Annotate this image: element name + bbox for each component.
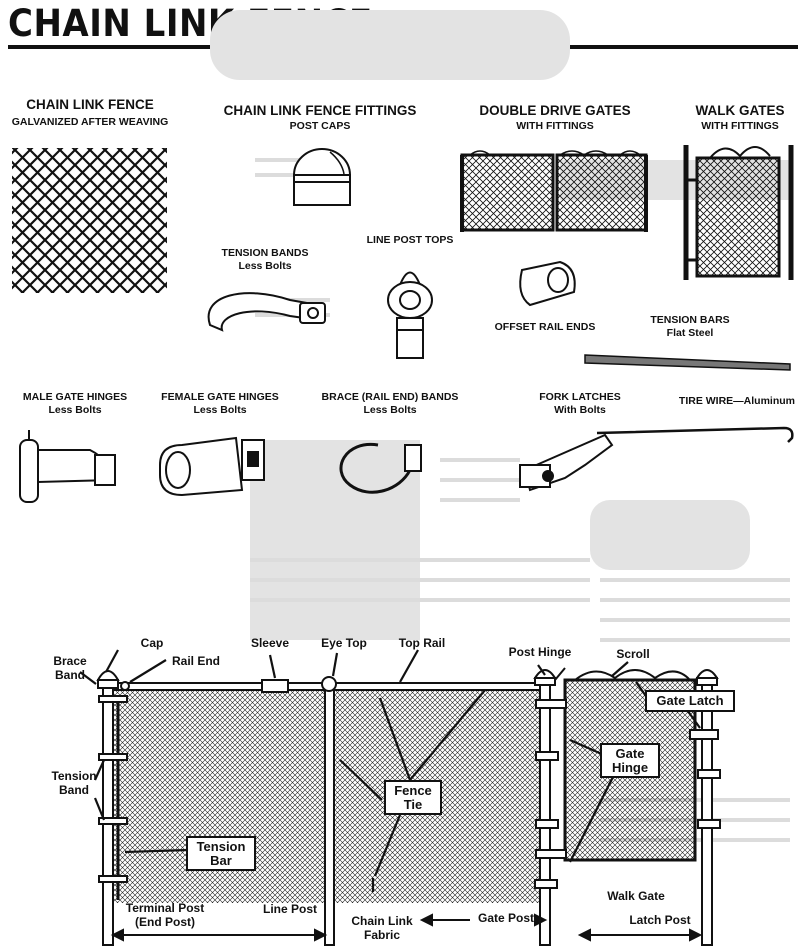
tension-band-icon <box>207 292 326 332</box>
latch-post <box>701 679 713 946</box>
brace-bands-subtitle: Less Bolts <box>363 404 417 416</box>
fittings-section-title: CHAIN LINK FENCE FITTINGS <box>223 103 417 118</box>
brace-bands-title: BRACE (RAIL END) BANDS <box>321 391 459 403</box>
rail-end-label: Rail End <box>171 654 220 668</box>
brace-band-label-line2: Band <box>55 668 85 682</box>
terminal-post-label-line2: (End Post) <box>135 915 195 929</box>
post-cap-icon <box>292 148 352 206</box>
line-post-top-icon <box>387 271 433 359</box>
post-hinge-label: Post Hinge <box>508 645 572 659</box>
brace-band-label-line1: Brace <box>53 654 87 668</box>
gate-latch-box: Gate Latch <box>645 690 735 712</box>
female-hinges-subtitle: Less Bolts <box>193 404 247 416</box>
rail-end <box>120 681 130 691</box>
cap-label: Cap <box>140 636 164 650</box>
walk-gate-label: Walk Gate <box>607 889 665 903</box>
male-hinge-icon <box>19 430 116 503</box>
walk-gates-title: WALK GATES <box>695 103 785 118</box>
female-hinges-title: FEMALE GATE HINGES <box>161 391 279 403</box>
fence-tie-text-line2: Tie <box>403 796 423 812</box>
tension-band-label-line1: Tension <box>51 769 97 783</box>
chain-link-fabric-label-line1: Chain Link <box>351 914 413 928</box>
fence-tie-box: Fence Tie <box>384 780 442 816</box>
scroll-label: Scroll <box>616 647 650 661</box>
tension-bar-text-line1: Tension <box>196 839 246 854</box>
gate-hinge-text-line2: Hinge <box>611 759 649 775</box>
tire-wire-icon <box>596 426 794 443</box>
gate-latch-hardware <box>689 729 719 740</box>
tension-bars-subtitle: Flat Steel <box>666 327 714 339</box>
fence-section-subtitle: GALVANIZED AFTER WEAVING <box>11 116 169 128</box>
cap <box>96 670 120 681</box>
fence-tie-text-line1: Fence <box>394 783 432 798</box>
tension-bands-title: TENSION BANDS <box>221 247 309 259</box>
offset-rail-ends-title: OFFSET RAIL ENDS <box>494 321 596 333</box>
terminal-post-label-line1: Terminal Post <box>125 901 205 915</box>
walk-gates-subtitle: WITH FITTINGS <box>701 120 779 132</box>
fork-latch-icon <box>519 433 614 492</box>
top-rail-label: Top Rail <box>398 636 446 650</box>
tire-wire-title: TIRE WIRE—Aluminum <box>678 395 795 407</box>
brace-band-icon <box>339 443 422 494</box>
fork-latches-title: FORK LATCHES <box>539 391 621 403</box>
gate-latch-text: Gate Latch <box>656 693 724 708</box>
fence-fabric-swatch <box>12 148 167 293</box>
latch-post-label: Latch Post <box>629 913 691 927</box>
double-gates-subtitle: WITH FITTINGS <box>516 120 594 132</box>
tension-bars-title: TENSION BARS <box>650 314 730 326</box>
line-post-tops-title: LINE POST TOPS <box>366 234 454 246</box>
gate-hinge-text-line1: Gate <box>615 746 645 761</box>
gate-scroll <box>574 669 691 681</box>
chain-link-fabric-label-line2: Fabric <box>363 928 400 942</box>
offset-rail-end-icon <box>519 260 576 307</box>
eye-top <box>321 676 337 692</box>
fork-latches-subtitle: With Bolts <box>554 404 606 416</box>
fence-section-title: CHAIN LINK FENCE <box>26 97 154 112</box>
double-gates-title: DOUBLE DRIVE GATES <box>479 103 631 118</box>
sleeve-label: Sleeve <box>250 636 290 650</box>
gate-post-label: Gate Post <box>477 911 534 925</box>
gate-hinge-box: Gate Hinge <box>600 743 660 779</box>
post-caps-label: POST CAPS <box>289 120 351 132</box>
tension-bar-text-line2: Bar <box>210 852 232 868</box>
double-gates-icon <box>460 150 648 232</box>
tension-bar-box: Tension Bar <box>186 836 256 872</box>
walk-gate-icon <box>683 145 794 280</box>
gate-post <box>539 679 551 946</box>
eye-top-label: Eye Top <box>321 636 367 650</box>
male-hinges-subtitle: Less Bolts <box>48 404 102 416</box>
line-post-label: Line Post <box>262 902 317 916</box>
tension-bar-icon <box>584 354 791 371</box>
male-hinges-title: MALE GATE HINGES <box>22 391 128 403</box>
tension-band-label-line2: Band <box>59 783 89 797</box>
female-hinge-icon <box>159 436 265 497</box>
tension-bands-subtitle: Less Bolts <box>238 260 292 272</box>
sleeve <box>261 679 289 693</box>
